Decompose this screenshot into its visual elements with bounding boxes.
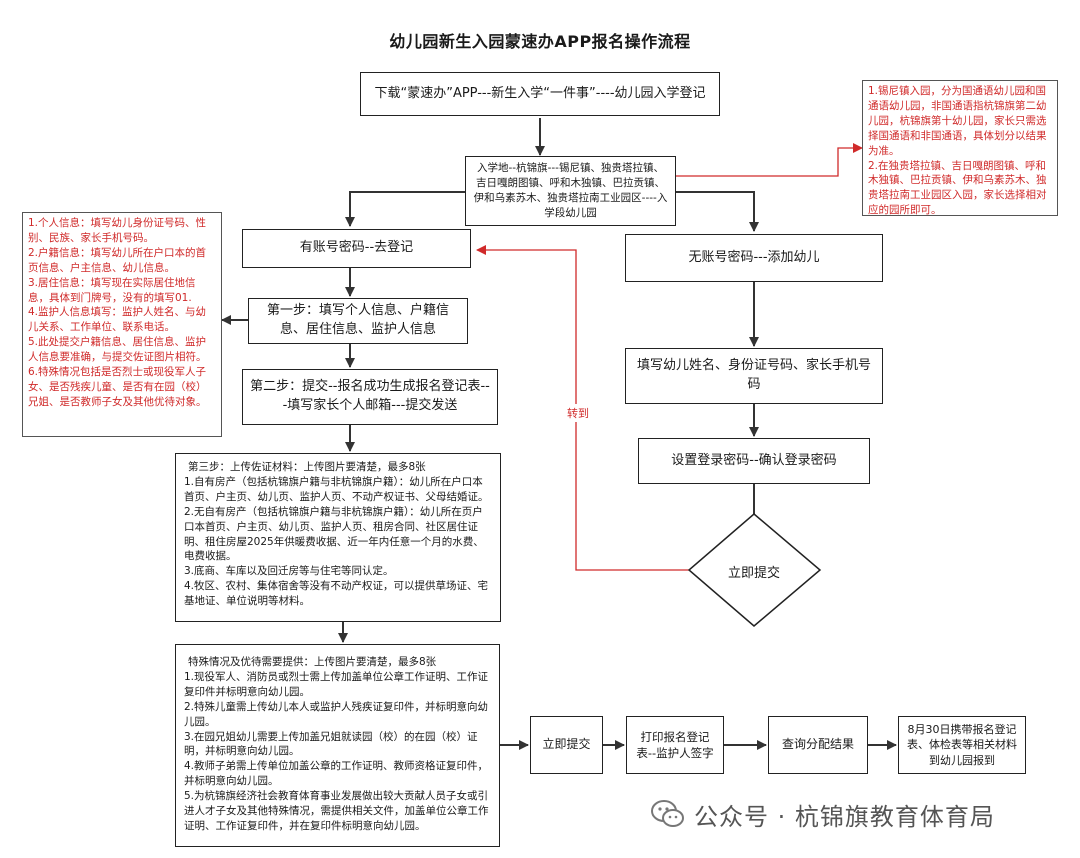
watermark: 公众号 · 杭锦旗教育体育局	[650, 796, 995, 832]
submit-diamond-shape	[687, 513, 822, 627]
download-box: 下载“蒙速办”APP---新生入学“一件事”----幼儿园入学登记	[360, 72, 720, 116]
step2-box: 第二步：提交--报名成功生成报名登记表---填写家长个人邮箱---提交发送	[242, 369, 498, 425]
right-note-box: 1.锡尼镇入园，分为国通语幼儿园和国通语幼儿园，非国通语指杭锦旗第二幼儿园，杭锦…	[862, 80, 1058, 216]
wechat-icon	[651, 800, 684, 827]
has-account-text: 有账号密码--去登记	[299, 240, 414, 256]
step3-item: 3.底商、车库以及回迁房等与住宅等同认定。	[184, 565, 394, 578]
report-box: 8月30日携带报名登记表、体检表等相关材料到幼儿园报到	[898, 716, 1026, 774]
special-item: 5.为杭锦旗经济社会教育体育事业发展做出较大贡献人员子女或引进人才子女及其他特殊…	[184, 790, 489, 832]
step3-item: 2.无自有房产（包括杭锦旗户籍与非杭锦旗户籍）：幼儿所在页户口本首页、户主页、幼…	[184, 505, 484, 563]
fill-child-box: 填写幼儿姓名、身份证号码、家长手机号码	[625, 348, 883, 404]
left-note-item: 2.户籍信息：填写幼儿所在户口本的首页信息、户主信息、幼儿信息。	[28, 246, 207, 274]
watermark-text: 公众号 · 杭锦旗教育体育局	[694, 802, 995, 831]
enrollment-area-text: 入学地--杭锦旗---锡尼镇、独贵塔拉镇、吉日嘎朗图镇、呼和木独镇、巴拉贡镇、伊…	[473, 162, 668, 219]
enrollment-area-box: 入学地--杭锦旗---锡尼镇、独贵塔拉镇、吉日嘎朗图镇、呼和木独镇、巴拉贡镇、伊…	[465, 156, 676, 226]
step1-box: 第一步：填写个人信息、户籍信息、居住信息、监护人信息	[248, 298, 468, 344]
right-note-item: 1.锡尼镇入园，分为国通语幼儿园和国通语幼儿园，非国通语指杭锦旗第二幼儿园，杭锦…	[868, 85, 1047, 157]
left-note-item: 6.特殊情况包括是否烈士或现役军人子女、是否残疾儿童、是否有在园（校）兄姐、是否…	[28, 366, 207, 408]
set-password-text: 设置登录密码--确认登录密码	[671, 452, 837, 468]
step3-item: 4.牧区、农村、集体宿舍等没有不动产权证，可以提供草场证、宅基地证、单位说明等材…	[184, 580, 489, 608]
submit-diamond-label: 立即提交	[727, 566, 780, 581]
left-note-item: 1.个人信息：填写幼儿身份证号码、性别、民族、家长手机号码。	[28, 217, 207, 244]
special-item: 1.现役军人、消防员或烈士需上传加盖单位公章工作证明、工作证复印件并标明意向幼儿…	[184, 670, 489, 698]
arrow-area-to-no-account	[676, 191, 759, 232]
step3-heading: 第三步：上传佐证材料：上传图片要清楚，最多8张	[188, 461, 426, 473]
print-form-box: 打印报名登记表--监护人签字	[626, 716, 724, 774]
special-item: 2.特殊儿童需上传幼儿本人或监护人残疾证复印件，并标明意向幼儿园。	[184, 700, 489, 728]
has-account-box: 有账号密码--去登记	[242, 229, 471, 268]
left-note-item: 4.监护人信息填写：监护人姓名、与幼儿关系、工作单位、联系电话。	[28, 306, 207, 334]
submit-now-box: 立即提交	[530, 716, 603, 774]
no-account-text: 无账号密码---添加幼儿	[688, 249, 820, 265]
no-account-box: 无账号密码---添加幼儿	[625, 234, 883, 282]
redirect-label: 转到	[565, 404, 591, 422]
special-item: 4.教师子弟需上传单位加盖公章的工作证明、教师资格证复印件，并标明意向幼儿园。	[184, 760, 489, 788]
page-title: 幼儿园新生入园蒙速办APP报名操作流程	[389, 32, 691, 51]
step3-item: 1.自有房产（包括杭锦旗户籍与非杭锦旗户籍）：幼儿所在户口本首页、户主页、幼儿页…	[184, 475, 489, 503]
download-text: 下载“蒙速办”APP---新生入学“一件事”----幼儿园入学登记	[374, 85, 706, 101]
arrow-area-to-has-account	[345, 191, 465, 227]
print-form-text: 打印报名登记表--监护人签字	[636, 729, 714, 760]
special-heading: 特殊情况及优待需要提供：上传图片要清楚，最多8张	[188, 656, 437, 668]
step3-box: 第三步：上传佐证材料：上传图片要清楚，最多8张 1.自有房产（包括杭锦旗户籍与非…	[175, 453, 501, 622]
step2-text: 第二步：提交--报名成功生成报名登记表---填写家长个人邮箱---提交发送	[250, 379, 490, 413]
check-result-box: 查询分配结果	[768, 716, 868, 774]
submit-now-text: 立即提交	[542, 737, 591, 752]
report-text: 8月30日携带报名登记表、体检表等相关材料到幼儿园报到	[907, 722, 1017, 767]
step1-text: 第一步：填写个人信息、户籍信息、居住信息、监护人信息	[266, 303, 449, 337]
left-note-item: 3.居住信息：填写现在实际居住地信息，具体到门牌号，没有的填写01.	[28, 276, 196, 304]
set-password-box: 设置登录密码--确认登录密码	[638, 438, 870, 484]
check-result-text: 查询分配结果	[781, 737, 854, 752]
red-arrow-area-to-right-note	[676, 143, 863, 177]
special-box: 特殊情况及优待需要提供：上传图片要清楚，最多8张 1.现役军人、消防员或烈士需上…	[175, 644, 500, 847]
right-note-item: 2.在独贵塔拉镇、吉日嘎朗图镇、呼和木独镇、巴拉贡镇、伊和乌素苏木、独贵塔拉南工…	[868, 159, 1047, 217]
left-note-box: 1.个人信息：填写幼儿身份证号码、性别、民族、家长手机号码。 2.户籍信息：填写…	[22, 212, 222, 437]
fill-child-text: 填写幼儿姓名、身份证号码、家长手机号码	[636, 358, 871, 392]
special-item: 3.在园兄姐幼儿需要上传加盖兄姐就读园（校）的在园（校）证明，并标明意向幼儿园。	[184, 730, 478, 758]
left-note-item: 5.此处提交户籍信息、居住信息、监护人信息要准确，与提交佐证图片相符。	[28, 336, 207, 364]
